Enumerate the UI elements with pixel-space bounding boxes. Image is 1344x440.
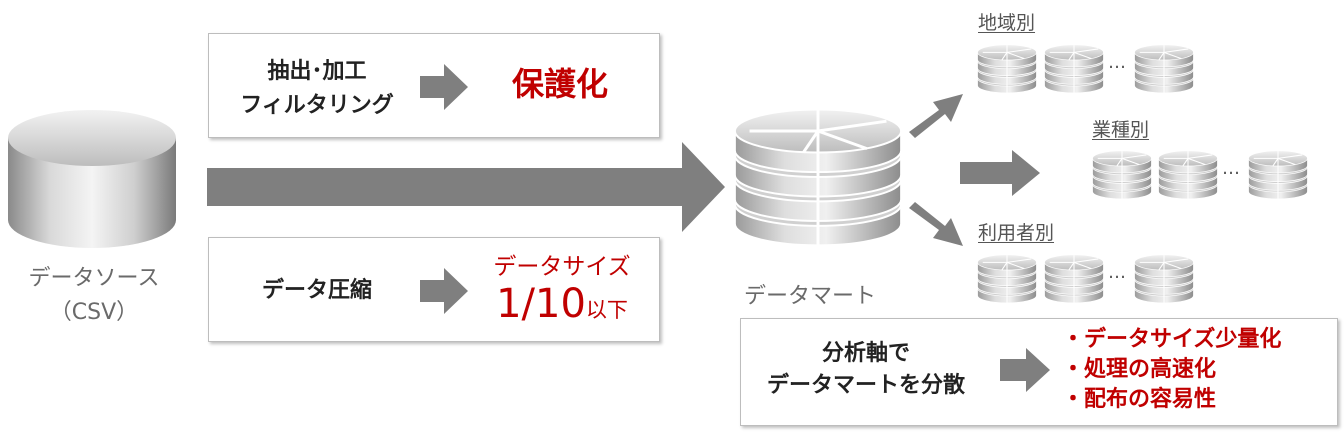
source-label: データソース （CSV）: [4, 262, 184, 330]
branch-arrow-down-icon: [909, 202, 963, 246]
process-top-line2: フィルタリング: [240, 93, 394, 118]
summary-line1: 分析軸で: [821, 341, 910, 366]
process-bottom-ratio: 1/10以下: [474, 282, 650, 334]
summary-label: 分析軸で データマートを分散: [748, 338, 984, 402]
source-label-line2: （CSV）: [49, 300, 139, 325]
user-mart-icon-1: [975, 252, 1039, 304]
process-bottom-arrow-icon: [420, 268, 468, 314]
industry-ellipsis: …: [1222, 158, 1240, 179]
industry-mart-icon-1: [1090, 148, 1154, 200]
benefit-item: ・処理の高速化: [1062, 357, 1217, 382]
data-mart-icon: [730, 100, 906, 250]
industry-mart-icon-3: [1246, 148, 1310, 200]
region-mart-icon-2: [1042, 42, 1106, 94]
process-top-arrow-icon: [420, 64, 468, 110]
process-top-line1: 抽出･加工: [267, 59, 367, 84]
main-flow-arrow-icon: [207, 142, 725, 232]
process-top-result: 保護化: [511, 65, 608, 103]
region-ellipsis: …: [1108, 52, 1126, 73]
benefit-item: ・配布の容易性: [1062, 387, 1217, 412]
benefit-list: ・データサイズ少量化 ・処理の高速化 ・配布の容易性: [1062, 325, 1332, 415]
benefit-item: ・データサイズ少量化: [1062, 327, 1282, 352]
data-mart-label: データマート: [744, 284, 877, 309]
industry-mart-icon-2: [1156, 148, 1220, 200]
user-ellipsis: …: [1108, 262, 1126, 283]
user-mart-icon-3: [1132, 252, 1196, 304]
summary-line2: データマートを分散: [766, 373, 965, 398]
summary-arrow-icon: [1000, 348, 1050, 392]
source-label-line1: データソース: [28, 266, 160, 291]
process-bottom-result: データサイズ 1/10以下: [474, 252, 650, 334]
region-mart-icon-3: [1132, 42, 1196, 94]
branch-arrow-up-icon: [909, 94, 963, 138]
process-bottom-result-line1: データサイズ: [493, 254, 631, 280]
category-label-region: 地域別: [978, 12, 1036, 34]
region-mart-icon-1: [975, 42, 1039, 94]
process-top-label: 抽出･加工 フィルタリング: [222, 55, 412, 123]
category-label-industry: 業種別: [1092, 119, 1150, 141]
process-bottom-ratio-value: 1/10: [496, 281, 586, 327]
process-bottom-ratio-suffix: 以下: [585, 298, 628, 322]
source-database-icon: [8, 110, 176, 248]
branch-arrow-middle-icon: [960, 150, 1040, 196]
category-label-user: 利用者別: [978, 222, 1055, 244]
process-bottom-label: データ圧縮: [261, 278, 372, 303]
user-mart-icon-2: [1042, 252, 1106, 304]
